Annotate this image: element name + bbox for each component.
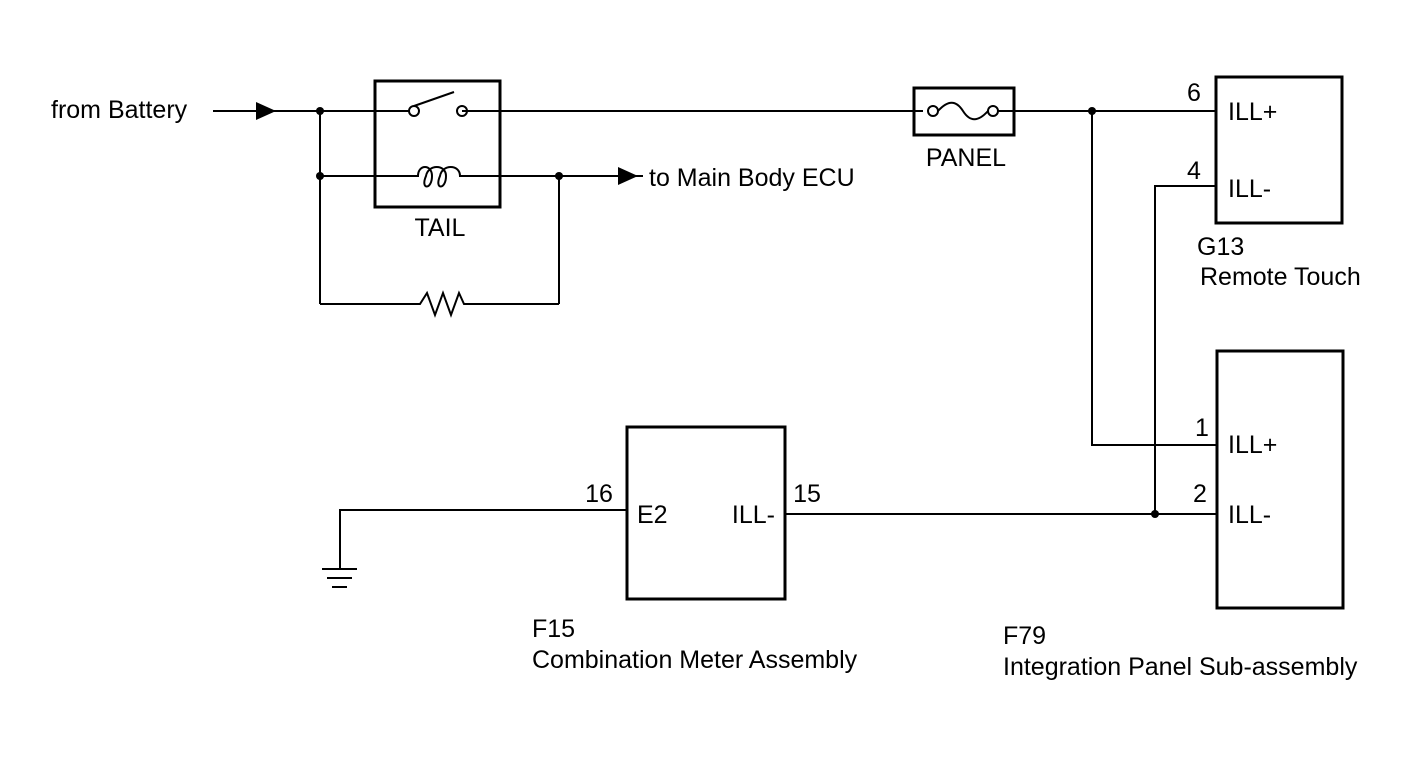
combination-meter-pin-number: 15 bbox=[793, 480, 821, 508]
integration-panel-pin-name: ILL+ bbox=[1228, 431, 1277, 459]
combination-meter-pin-number: 16 bbox=[585, 480, 613, 508]
remote-touch-pin-number: 6 bbox=[1187, 79, 1201, 107]
integration-panel-pin-number: 2 bbox=[1193, 480, 1207, 508]
junction-dot-icon bbox=[316, 172, 324, 180]
coil-icon bbox=[320, 166, 643, 188]
from-battery-label: from Battery bbox=[51, 96, 188, 124]
battery-arrow-icon bbox=[256, 102, 276, 120]
integration-panel-pin-number: 1 bbox=[1195, 414, 1209, 442]
tail-relay-label: TAIL bbox=[415, 214, 466, 242]
combination-meter-box bbox=[625, 425, 787, 601]
junction-dot-icon bbox=[1151, 510, 1159, 518]
combination-meter-pin-name: E2 bbox=[637, 501, 668, 529]
remote-touch-code: G13 bbox=[1197, 233, 1244, 261]
combination-meter-name: Combination Meter Assembly bbox=[532, 646, 858, 674]
remote-touch-component: 6 ILL+ 4 ILL- G13 Remote Touch bbox=[1187, 75, 1361, 291]
ground-icon bbox=[322, 568, 357, 588]
integration-panel-pin-name: ILL- bbox=[1228, 501, 1271, 529]
ill-minus-return-wire bbox=[1154, 185, 1217, 514]
battery-input: from Battery bbox=[51, 96, 418, 124]
ill-plus-branch-wire bbox=[1091, 111, 1217, 446]
combination-meter-code: F15 bbox=[532, 615, 575, 643]
to-main-body-ecu-label: to Main Body ECU bbox=[649, 164, 855, 192]
integration-panel-component: 1 ILL+ 2 ILL- F79 Integration Panel Sub-… bbox=[1003, 349, 1358, 681]
remote-touch-pin-name: ILL+ bbox=[1228, 98, 1277, 126]
ground-wire bbox=[339, 509, 627, 568]
integration-panel-name: Integration Panel Sub-assembly bbox=[1003, 653, 1358, 681]
switch-icon bbox=[408, 91, 468, 117]
remote-touch-pin-name: ILL- bbox=[1228, 175, 1271, 203]
combination-meter-pin-name: ILL- bbox=[732, 501, 775, 529]
panel-fuse: PANEL bbox=[912, 86, 1016, 172]
integration-panel-box bbox=[1215, 349, 1345, 610]
fuse-icon bbox=[927, 101, 999, 121]
remote-touch-box bbox=[1214, 75, 1344, 225]
remote-touch-pin-number: 4 bbox=[1187, 157, 1201, 185]
ecu-arrow-icon bbox=[618, 167, 638, 185]
remote-touch-name: Remote Touch bbox=[1200, 263, 1361, 291]
combination-meter-component: 16 E2 15 ILL- F15 Combination Meter Asse… bbox=[532, 425, 858, 674]
tail-relay-box bbox=[373, 79, 502, 209]
integration-panel-code: F79 bbox=[1003, 622, 1046, 650]
panel-fuse-label: PANEL bbox=[926, 144, 1006, 172]
tail-relay: TAIL bbox=[320, 79, 643, 242]
resistor-icon bbox=[320, 290, 559, 318]
